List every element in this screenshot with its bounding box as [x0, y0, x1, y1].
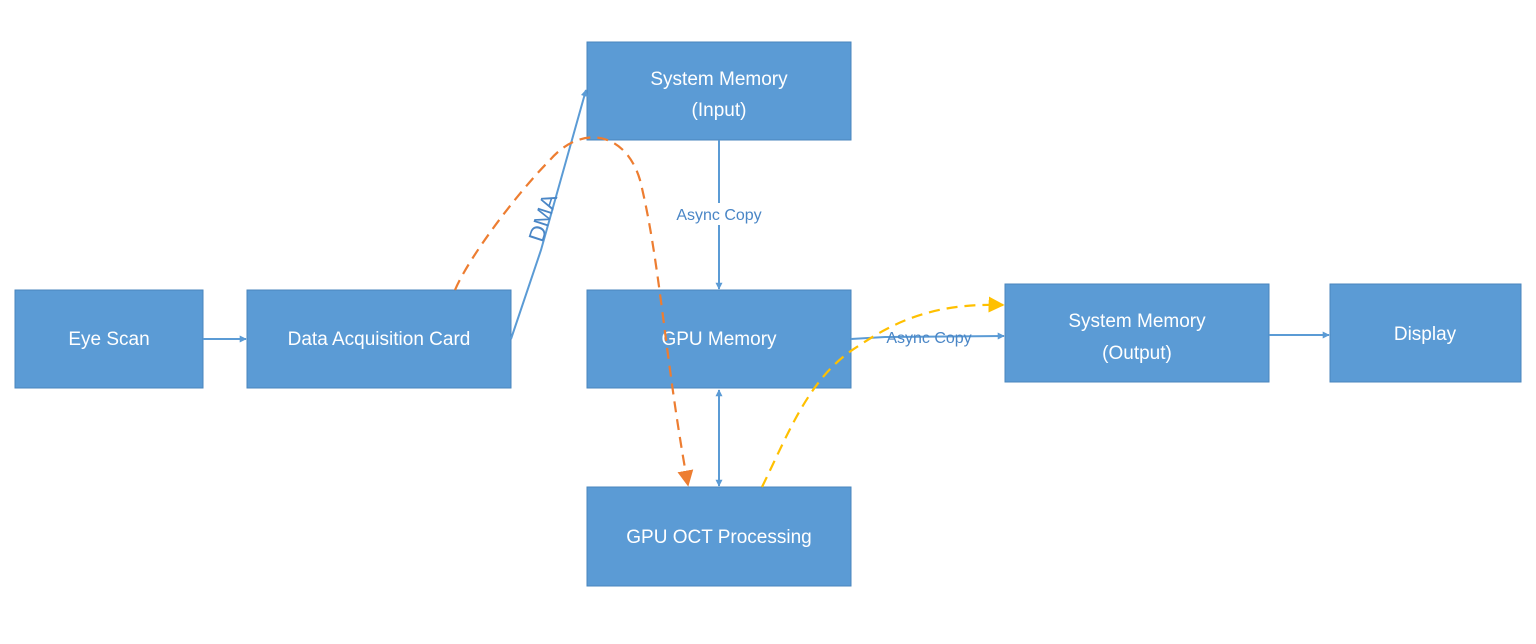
node-data-acquisition-card-label: Data Acquisition Card: [288, 329, 471, 350]
path-output-data-flow: [761, 296, 1005, 488]
node-display-box: [1329, 283, 1522, 383]
edge-label-dma: DMA: [523, 190, 562, 245]
node-gpu-memory-box: [586, 289, 852, 389]
node-gpu-memory: GPU Memory: [586, 289, 852, 389]
node-system-memory-output-label-line1: System Memory: [1068, 311, 1206, 332]
node-gpu-oct-processing-label: GPU OCT Processing: [626, 527, 811, 548]
edge-label-async-copy-output: Async Copy: [886, 330, 971, 347]
node-eye-scan-box: [14, 289, 204, 389]
node-gpu-oct-processing-box: [586, 486, 852, 587]
node-eye-scan: Eye Scan: [14, 289, 204, 389]
node-gpu-oct-processing: GPU OCT Processing: [586, 486, 852, 587]
node-system-memory-output-box: [1004, 283, 1270, 383]
node-system-memory-output-label-line2: (Output): [1102, 343, 1172, 364]
node-display-label: Display: [1394, 324, 1457, 345]
node-system-memory-input: System Memory (Input): [586, 41, 852, 141]
path-input-data-flow: [453, 136, 694, 487]
edge-label-async-copy-input: Async Copy: [676, 207, 761, 224]
node-eye-scan-label: Eye Scan: [68, 329, 149, 350]
edge-label-async-copy-input-bg: [666, 203, 774, 225]
node-display: Display: [1329, 283, 1522, 383]
edge-async-copy-gpu-to-output: [850, 332, 1005, 340]
node-data-acquisition-card-box: [246, 289, 512, 389]
node-system-memory-input-label-line2: (Input): [692, 100, 747, 121]
node-system-memory-output: System Memory (Output): [1004, 283, 1270, 383]
node-gpu-memory-label: GPU Memory: [661, 329, 777, 350]
node-data-acquisition-card: Data Acquisition Card: [246, 289, 512, 389]
node-system-memory-input-box: [586, 41, 852, 141]
node-system-memory-input-label-line1: System Memory: [650, 69, 788, 90]
